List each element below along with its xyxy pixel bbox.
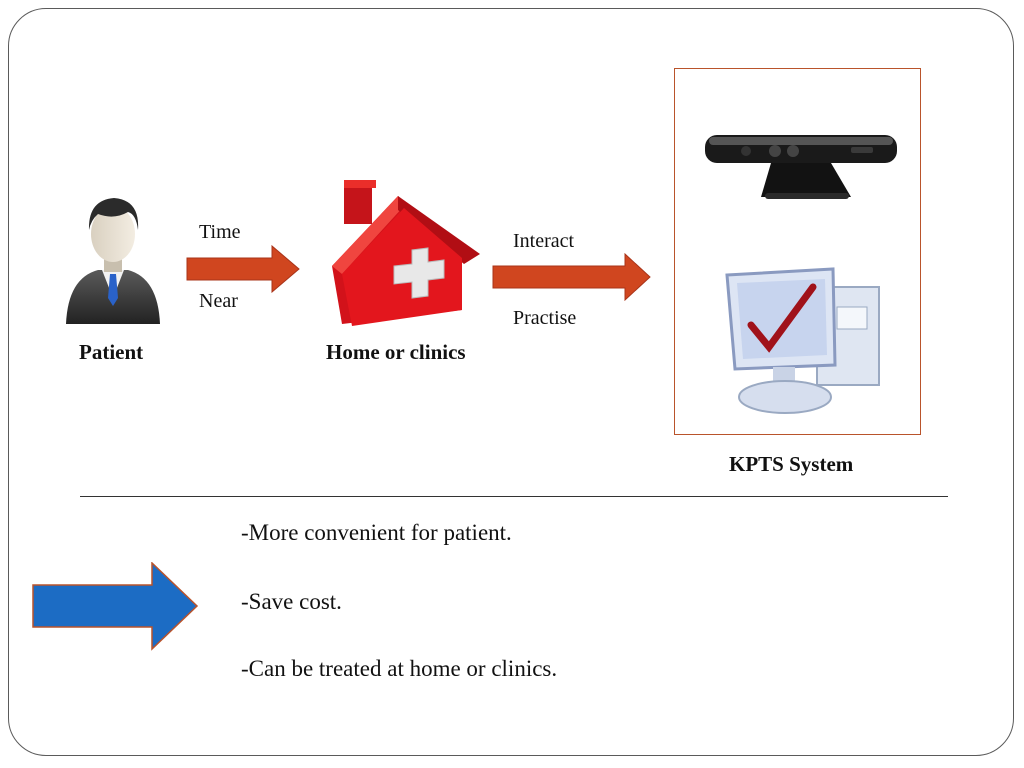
kinect-sensor-icon: [705, 135, 897, 199]
home-label: Home or clinics: [326, 340, 466, 364]
benefit-item: -More convenient for patient.: [241, 520, 512, 545]
kpts-system-box: [674, 68, 921, 435]
benefit-item: -Save cost.: [241, 589, 342, 614]
house-clinic-icon: [332, 180, 480, 326]
computer-check-icon: [725, 267, 880, 414]
arrow1-top-label: Time: [199, 221, 241, 243]
kpts-system-label: KPTS System: [729, 452, 854, 476]
arrow2-top-label: Interact: [513, 230, 575, 252]
benefit-arrow: [32, 562, 199, 651]
patient-label: Patient: [79, 340, 144, 364]
flow-arrow-2: [492, 253, 651, 301]
patient-icon: [66, 198, 160, 324]
slide-frame: [8, 8, 1014, 756]
arrow1-bottom-label: Near: [199, 290, 238, 312]
arrow2-bottom-label: Practise: [513, 307, 577, 329]
flow-arrow-1: [186, 245, 300, 293]
divider-rule: [80, 496, 948, 497]
benefit-item: -Can be treated at home or clinics.: [241, 656, 558, 681]
